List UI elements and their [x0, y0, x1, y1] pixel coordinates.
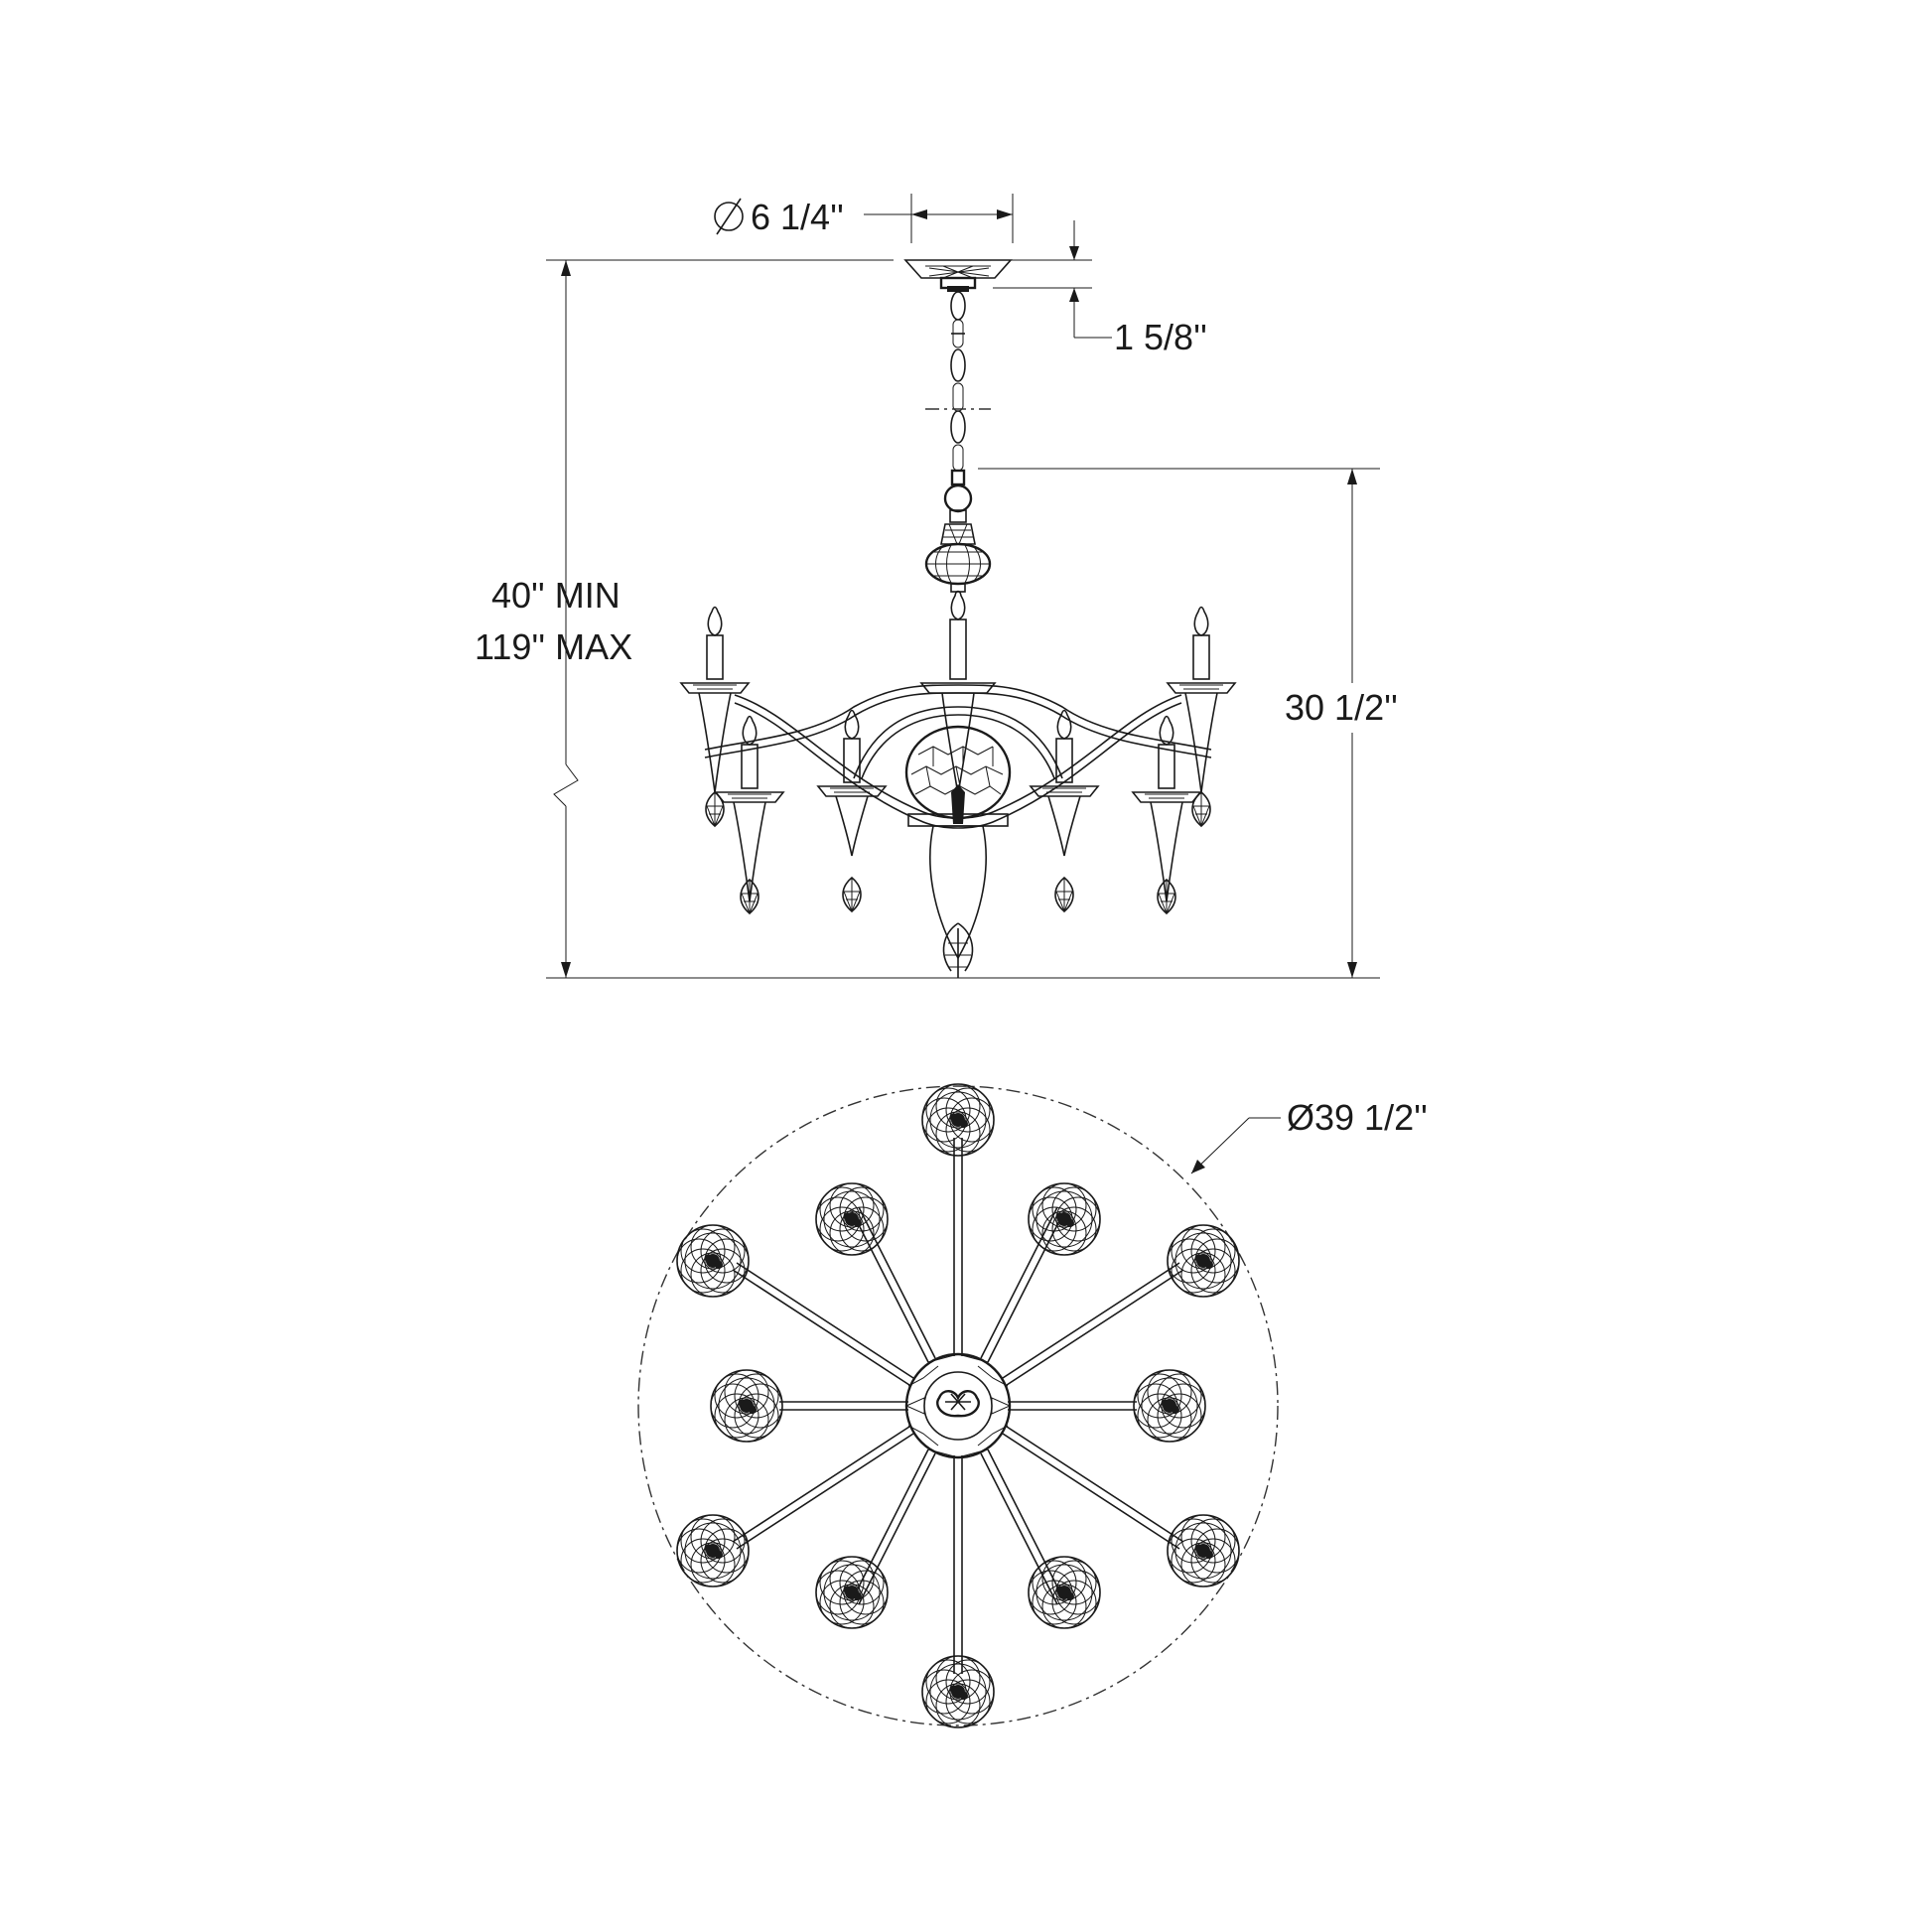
hub: [904, 1352, 1012, 1459]
canopy: [903, 259, 1013, 292]
bobeche: [1028, 1182, 1101, 1256]
diameter-symbol-icon: [714, 198, 744, 235]
bottom-view: Ø39 1/2'': [637, 1083, 1428, 1728]
bobeche: [921, 1083, 995, 1157]
bobeche: [1028, 1556, 1101, 1629]
candle-arm-right-front: [1030, 709, 1099, 857]
center-candle: [919, 590, 997, 978]
height-min-label: 40'' MIN: [491, 575, 621, 616]
bobeche: [1167, 1224, 1240, 1298]
candle-arm-left-outer: [680, 606, 750, 793]
bobeche: [1133, 1369, 1206, 1443]
candle-arm-right-back: [1132, 715, 1201, 902]
height-max-label: 119'' MAX: [475, 626, 632, 667]
spokes: [732, 1138, 1184, 1674]
canopy-diameter-label: 6 1/4'': [751, 197, 844, 237]
bobeche: [921, 1655, 995, 1728]
bobeche: [1167, 1514, 1240, 1587]
candle-arm-right-outer: [1167, 606, 1236, 793]
chain: [925, 291, 991, 486]
bobeche: [676, 1514, 750, 1587]
candle-arm-left-front: [817, 709, 887, 857]
fixture-height-dimension: 30 1/2'': [978, 468, 1430, 978]
candle-arm-left-back: [715, 715, 784, 902]
bobeche: [710, 1369, 783, 1443]
overall-diameter-circle: [637, 1085, 1279, 1726]
side-view: 6 1/4'' 1 5/8'' 40'' MIN 119'' MAX: [475, 194, 1430, 979]
canopy-height-dimension: 1 5/8'': [993, 220, 1207, 357]
overall-diameter-dimension: Ø39 1/2'': [1190, 1097, 1428, 1174]
fixture-height-label: 30 1/2'': [1285, 687, 1398, 728]
bobeches: [676, 1083, 1240, 1728]
overall-diameter-label: Ø39 1/2'': [1287, 1097, 1428, 1138]
center-column: [924, 483, 992, 593]
bobeche: [815, 1556, 889, 1629]
canopy-diameter-dimension: 6 1/4'': [714, 194, 1014, 243]
bobeche: [676, 1224, 750, 1298]
overall-height-dimension: 40'' MIN 119'' MAX: [475, 259, 1380, 979]
bobeche: [815, 1182, 889, 1256]
canopy-height-label: 1 5/8'': [1114, 317, 1207, 357]
